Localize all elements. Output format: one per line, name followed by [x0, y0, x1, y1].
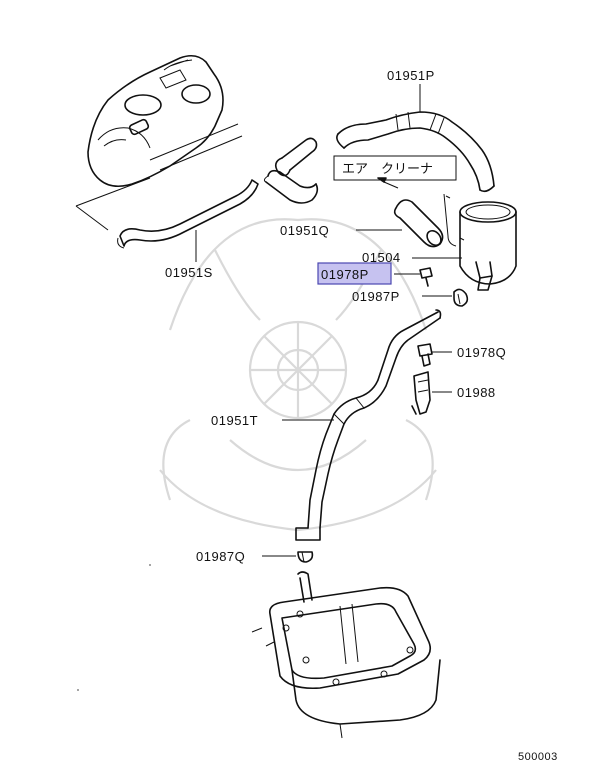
air-cleaner-box: [333, 155, 457, 181]
bracket-01988: [411, 371, 431, 415]
diagram-code: 500003: [518, 751, 558, 763]
hose-01951p: [336, 111, 495, 193]
engine-head-cover: [87, 54, 243, 188]
label-01987q: 01987Q: [196, 549, 245, 564]
speck: [149, 564, 151, 566]
oil-pan-stub: [297, 571, 313, 603]
hose-01951q: [393, 199, 444, 248]
label-01951s: 01951S: [165, 265, 213, 280]
label-01951q: 01951Q: [280, 223, 329, 238]
label-01951p: 01951P: [387, 68, 435, 83]
label-01978p[interactable]: 01978P: [321, 267, 369, 282]
label-01978q: 01978Q: [457, 345, 506, 360]
highlight-01978p: [317, 262, 392, 285]
clamp-01987q: [297, 551, 314, 563]
watermark-emblem: [159, 218, 437, 532]
label-air-cleaner: エア クリーナ: [342, 162, 433, 177]
label-01987p: 01987P: [352, 289, 400, 304]
bolt-01978p: [419, 267, 433, 287]
tube-01951t: [295, 309, 442, 541]
label-01951t: 01951T: [211, 413, 258, 428]
breather-pipe: [263, 137, 319, 204]
hose-01951s: [117, 179, 259, 249]
clamp-01987p: [453, 288, 469, 307]
label-01988: 01988: [457, 385, 496, 400]
bolt-01978q: [417, 343, 433, 367]
separator-01504: [443, 193, 517, 291]
oil-pan: [251, 586, 441, 739]
speck: [77, 689, 79, 691]
label-01504: 01504: [362, 250, 401, 265]
